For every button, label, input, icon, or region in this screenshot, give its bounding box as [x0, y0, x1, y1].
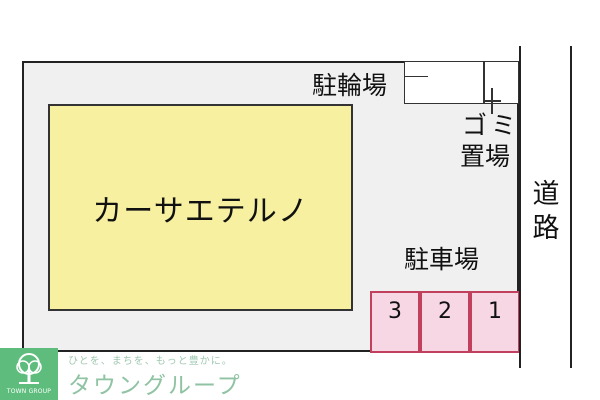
building — [48, 104, 353, 311]
bicycle-parking-label: 駐輪場 — [312, 71, 388, 100]
brand-tagline: ひとを、まちを、もっと豊かに。 — [68, 356, 233, 367]
bicycle-parking-divider — [483, 61, 485, 104]
road-label: 道 路 — [530, 178, 562, 246]
parking-label: 駐車場 — [404, 245, 480, 274]
bicycle-parking-area — [404, 61, 519, 104]
logo-text: TOWN GROUP — [6, 388, 52, 395]
tree-icon — [16, 353, 42, 384]
road-edge-left — [519, 46, 521, 368]
bicycle-parking-marker — [404, 61, 428, 77]
road-label-line2: 路 — [532, 213, 560, 244]
garbage-area-label-line1: ゴミ — [462, 111, 521, 140]
brand-name: タウングループ — [68, 373, 242, 399]
road-edge-right — [570, 46, 572, 368]
parking-space-3: 3 — [370, 291, 420, 353]
road-label-line1: 道 — [532, 179, 560, 210]
building-name: カーサエテルノ — [92, 193, 309, 229]
garbage-area-label-line2: 置場 — [460, 142, 511, 171]
garbage-area-marker-horizontal — [483, 100, 501, 102]
parking-space-1: 1 — [470, 291, 520, 353]
parking-space-2: 2 — [420, 291, 470, 353]
